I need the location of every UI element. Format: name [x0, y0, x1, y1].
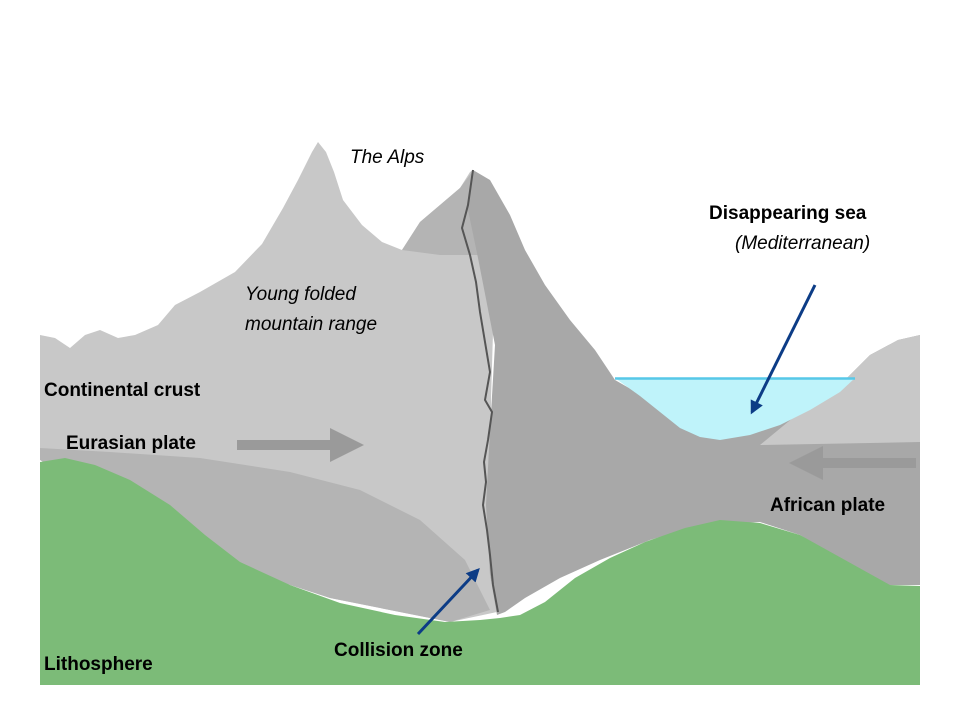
- lithosphere: [40, 458, 920, 685]
- lithosphere-label: Lithosphere: [44, 654, 153, 675]
- arrow-down-left-icon: [750, 284, 817, 415]
- african-plate-label: African plate: [770, 495, 885, 516]
- disappearing-sea-label: Disappearing sea: [709, 203, 867, 224]
- arrow-left-icon: [789, 446, 916, 480]
- alps-shadow-wedge: [402, 172, 478, 255]
- arrow-up-right-icon: [416, 568, 480, 636]
- eurasian-plate-label: Eurasian plate: [66, 433, 196, 454]
- collision-zone-label: Collision zone: [334, 640, 463, 661]
- eurasian-lower-crust: [40, 448, 490, 622]
- collision-fault-line: [460, 169, 499, 613]
- continental-crust-label: Continental crust: [44, 380, 201, 401]
- mediterranean-label: (Mediterranean): [735, 233, 870, 254]
- alps-label: The Alps: [350, 147, 425, 168]
- arrow-right-icon: [237, 428, 364, 462]
- folded-range-label-line2: mountain range: [245, 314, 377, 335]
- mediterranean-sea: [615, 378, 855, 440]
- folded-range-label-line1: Young folded: [245, 284, 357, 305]
- african-crust: [467, 170, 920, 615]
